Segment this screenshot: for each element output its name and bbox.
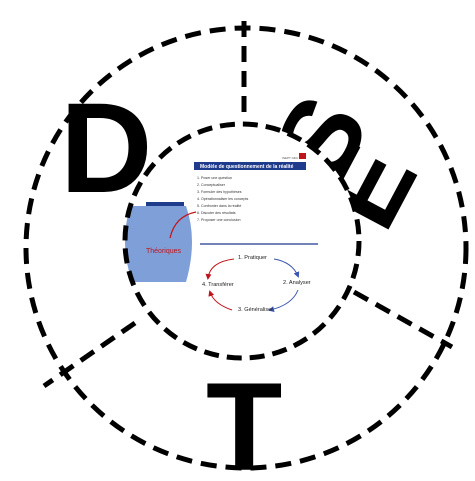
- cycle-step: 3. Généraliser: [238, 307, 273, 313]
- step-item: 5. Confronter dans la réalité: [197, 204, 241, 208]
- divider-right: [354, 292, 452, 347]
- step-item: 2. Conceptualiser: [197, 183, 226, 187]
- theory-label: Théoriques: [146, 248, 182, 255]
- slide-footer: Kolb (1984): [308, 336, 324, 340]
- step-item: 4. Opérationnaliser les concepts: [197, 197, 249, 201]
- step-item: 6. Discuter des résultats: [197, 211, 236, 215]
- step-item: 3. Formuler des hypothèses: [197, 190, 242, 194]
- letter-t: T: [206, 358, 282, 481]
- cycle-step: 2. Analyser: [283, 280, 311, 286]
- slide-title: Modèle de questionnement de la réalité: [200, 164, 294, 170]
- divider-left: [44, 323, 135, 386]
- cycle-step: 4. Transférer: [202, 282, 234, 288]
- slide-logo: [299, 153, 306, 159]
- step-item: 7. Proposer une conclusion: [197, 218, 241, 222]
- cycle-step: 1. Pratiquer: [238, 255, 267, 261]
- step-item: 1. Poser une question: [197, 176, 232, 180]
- slide-header-tag: INEPT NDC: [282, 156, 299, 160]
